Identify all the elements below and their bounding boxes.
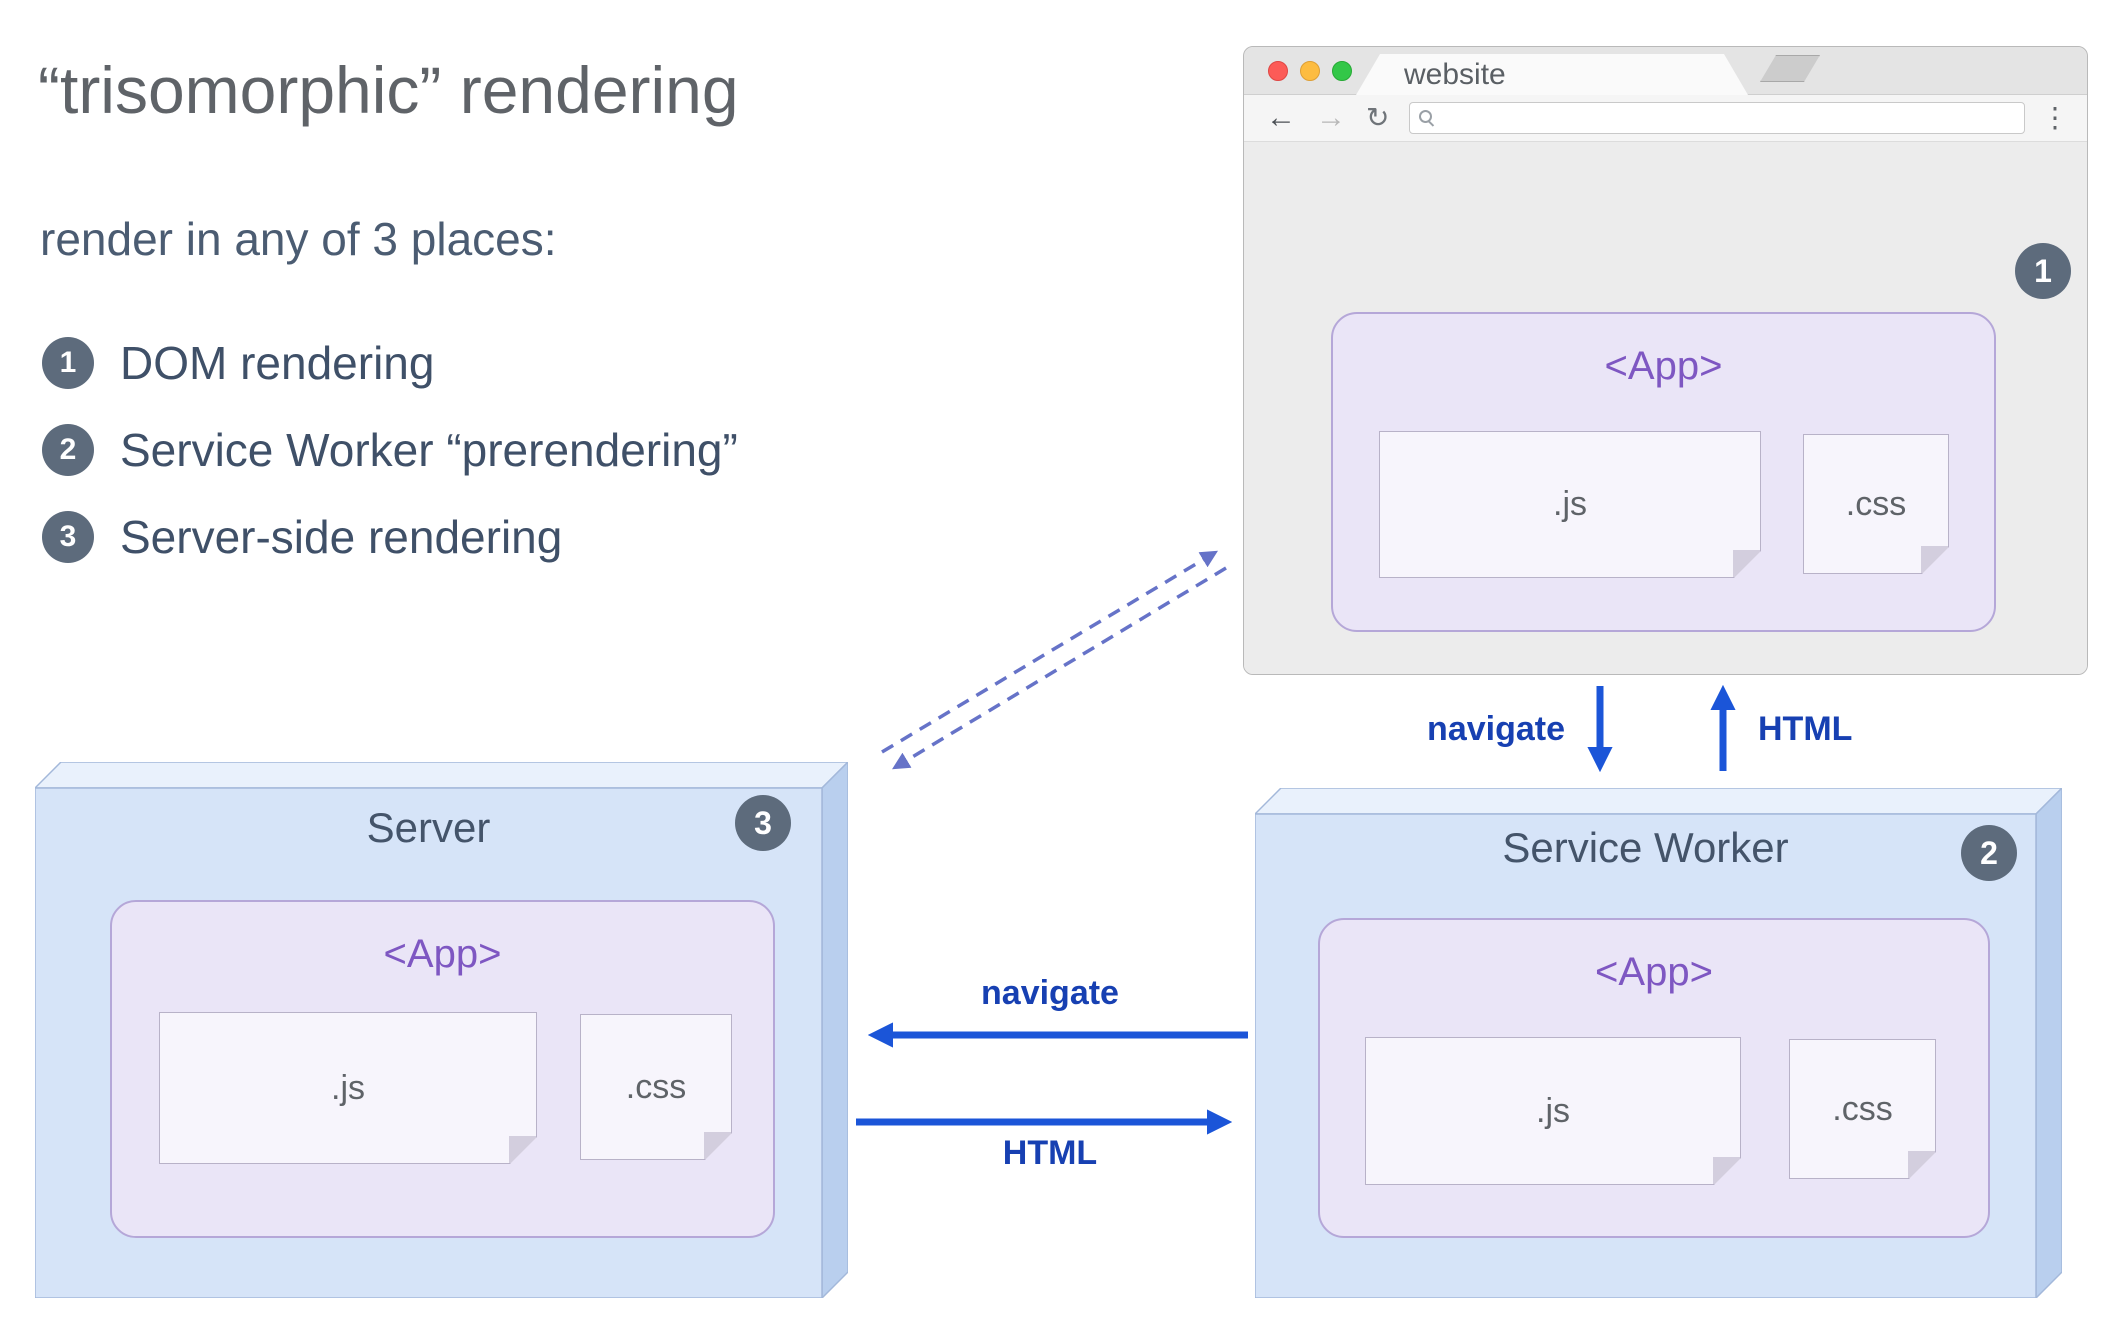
legend-list: 1 DOM rendering 2 Service Worker “preren… xyxy=(42,336,738,597)
legend-label-2: Service Worker “prerendering” xyxy=(120,424,738,476)
legend-badge-1: 1 xyxy=(42,337,94,389)
browser-content: 1 <App> .js .css xyxy=(1244,142,2087,674)
service-worker-js-file: .js xyxy=(1365,1037,1741,1185)
back-icon: ← xyxy=(1266,101,1296,134)
new-tab-stub xyxy=(1760,55,1820,82)
traffic-light-maximize-icon xyxy=(1332,61,1352,81)
dashed-link-to-server xyxy=(892,566,1227,770)
legend-badge-3: 3 xyxy=(42,511,94,563)
menu-icon: ⋮ xyxy=(2041,102,2069,133)
legend-item-dom: 1 DOM rendering xyxy=(42,336,738,390)
css-file-label: .css xyxy=(625,1067,687,1106)
service-worker-title: Service Worker xyxy=(1502,824,1789,871)
label-html-sw-to-browser: HTML xyxy=(1758,710,1853,748)
legend-label-3: Server-side rendering xyxy=(120,511,563,563)
service-worker-app-title: <App> xyxy=(1595,950,1713,994)
browser-toolbar: ← → ↻ ⋮ xyxy=(1244,95,2087,142)
server-js-file: .js xyxy=(159,1012,537,1164)
css-file-label: .css xyxy=(1832,1089,1893,1128)
traffic-light-close-icon xyxy=(1268,61,1288,81)
subtitle: render in any of 3 places: xyxy=(40,213,557,265)
tab-title: website xyxy=(1404,57,1506,91)
js-file-label: .js xyxy=(1553,485,1587,523)
browser-css-file: .css xyxy=(1803,434,1949,574)
browser-js-file: .js xyxy=(1379,431,1761,578)
service-worker-css-file: .css xyxy=(1789,1039,1936,1179)
server-app-title: <App> xyxy=(383,932,502,976)
reload-icon: ↻ xyxy=(1366,102,1390,133)
dashed-link-to-browser xyxy=(881,550,1219,754)
server-panel: Server 3 <App> .js .css xyxy=(34,761,849,1299)
server-app-box: <App> .js .css xyxy=(110,900,775,1238)
step-badge-1: 1 xyxy=(2015,243,2071,299)
browser-window: website ← → ↻ ⋮ 1 <App> .js .css xyxy=(1243,46,2088,675)
traffic-light-minimize-icon xyxy=(1300,61,1320,81)
service-worker-app-box: <App> .js .css xyxy=(1318,918,1990,1238)
page-title: “trisomorphic” rendering xyxy=(38,53,739,127)
legend-item-server-side: 3 Server-side rendering xyxy=(42,510,738,564)
label-html-server-to-sw: HTML xyxy=(1002,1134,1098,1172)
forward-icon: → xyxy=(1316,101,1346,134)
label-navigate-browser-to-sw: navigate xyxy=(1427,710,1565,748)
step-badge-2: 2 xyxy=(1961,825,2017,881)
browser-tab: website xyxy=(1356,54,1748,95)
label-navigate-sw-to-server: navigate xyxy=(981,974,1119,1012)
service-worker-panel: Service Worker 2 <App> .js .css xyxy=(1254,787,2063,1299)
browser-app-title: <App> xyxy=(1604,344,1723,388)
legend-item-service-worker: 2 Service Worker “prerendering” xyxy=(42,423,738,477)
search-icon xyxy=(1419,110,1435,126)
legend-badge-2: 2 xyxy=(42,424,94,476)
server-css-file: .css xyxy=(580,1014,732,1160)
js-file-label: .js xyxy=(331,1068,365,1107)
url-bar xyxy=(1409,102,2025,134)
server-title: Server xyxy=(366,804,491,851)
js-file-label: .js xyxy=(1536,1091,1570,1130)
legend-label-1: DOM rendering xyxy=(120,337,435,389)
step-badge-3: 3 xyxy=(735,795,791,851)
browser-titlebar: website xyxy=(1244,47,2087,95)
css-file-label: .css xyxy=(1845,484,1907,523)
browser-app-box: <App> .js .css xyxy=(1331,312,1996,632)
